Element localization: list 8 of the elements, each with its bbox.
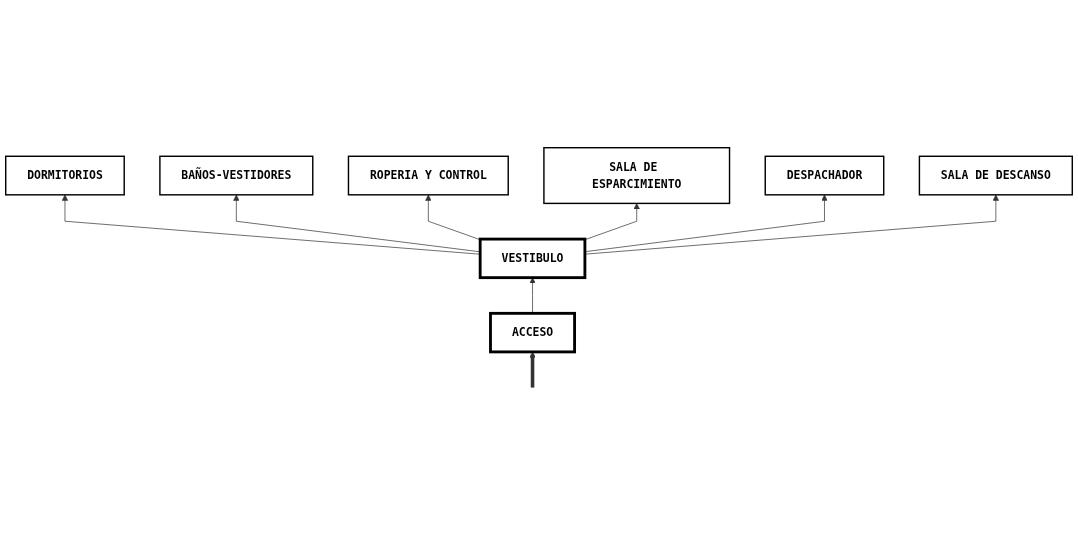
node-box: BAÑOS-VESTIDORES: [159, 155, 314, 196]
node-box: ROPERIA Y CONTROL: [347, 155, 509, 196]
node-box: DESPACHADOR: [764, 155, 885, 196]
node-box: SALA DE DESCANSO: [918, 155, 1073, 196]
node-box: SALA DE ESPARCIMIENTO: [543, 147, 731, 205]
node-box: ACCESO: [489, 312, 576, 354]
node-box: DORMITORIOS: [5, 155, 125, 196]
node-box: VESTIBULO: [478, 237, 587, 280]
